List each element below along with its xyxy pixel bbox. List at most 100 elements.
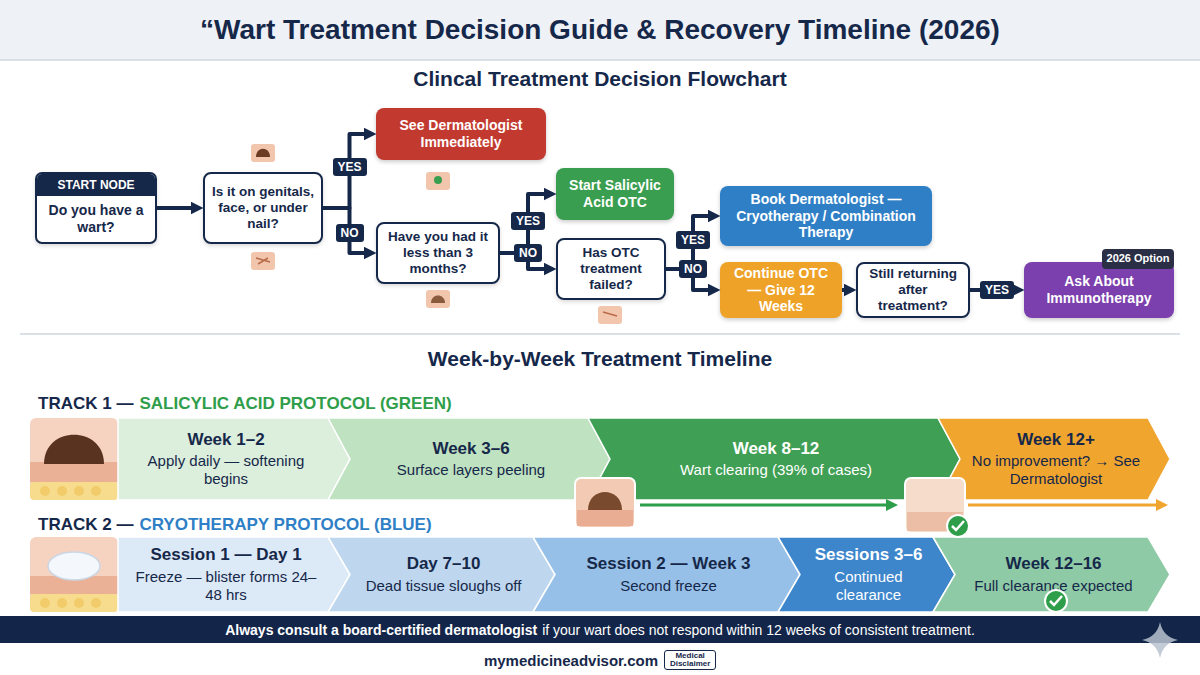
skin-layer	[30, 537, 118, 612]
label-row: Clincal Treatment Decision Flowchart	[0, 66, 1200, 92]
fat-layer	[30, 594, 118, 612]
action-box: See Dermatologist Immediately	[376, 108, 546, 160]
node-heading: Always consult a board-certified dermato…	[225, 622, 537, 638]
skin-icon	[598, 306, 622, 324]
track-label: CRYOTHERAPY PROTOCOL (BLUE)	[139, 515, 431, 535]
flow-arrow	[500, 194, 550, 253]
track-label: TRACK 2 —	[38, 515, 133, 535]
flow-arrow	[970, 288, 1018, 292]
node-text: Surface layers peeling	[397, 461, 545, 479]
node-text: Apply daily — softening begins	[128, 452, 324, 488]
timeline-chevron: Week 3–6Surface layers peeling	[328, 418, 610, 500]
title-rule	[0, 59, 1200, 61]
skin-icon-mark	[256, 258, 270, 264]
fat-cell	[57, 486, 67, 496]
clear-skin-layer	[907, 512, 963, 531]
decision-box: Has OTC treatment failed?	[556, 238, 666, 300]
decision-box: Still returning after treatment?	[856, 262, 970, 318]
edge-label: YES	[332, 158, 366, 176]
chevron-shape	[533, 537, 800, 612]
decision-box: Have you had it less than 3 months?	[376, 222, 500, 284]
chevron-shape	[328, 418, 610, 500]
timeline-chevron: Week 1–2Apply daily — softening begins	[118, 418, 350, 500]
check-circle	[947, 515, 969, 537]
node-text: if your wart does not respond within 12 …	[542, 622, 975, 638]
skin-layer	[30, 462, 118, 482]
chevron-shape	[933, 537, 1170, 612]
section-heading: Clincal Treatment Decision Flowchart	[413, 67, 786, 91]
node-heading: Session 2 — Week 3	[586, 554, 750, 574]
node-text: 2026 Option	[1107, 252, 1170, 265]
watermark-star	[1142, 622, 1178, 658]
track-label: TRACK 1 —	[38, 394, 133, 414]
wart-thumbnail-wart	[588, 492, 622, 510]
title-container: “Wart Treatment Decision Guide & Recover…	[0, 0, 1200, 60]
progress-line	[968, 504, 1158, 507]
node-heading: Week 12–16	[1005, 554, 1101, 574]
edge-label: NO	[679, 260, 707, 278]
skin-icon	[251, 252, 275, 270]
action-box: Ask About Immunotherapy2026 Option	[1024, 262, 1174, 318]
timeline-chevron: Day 7–10Dead tissue sloughs off	[328, 537, 555, 612]
node-heading: Week 12+	[1017, 430, 1095, 450]
check-circle	[1045, 590, 1067, 612]
skin-icon	[426, 172, 450, 190]
skin-illustration	[30, 418, 118, 500]
label-row: mymedicineadvisor.com Medical Disclaimer	[0, 647, 1200, 673]
wart-thumbnail-layer	[577, 510, 633, 526]
track-label: SALICYLIC ACID PROTOCOL (GREEN)	[139, 394, 451, 414]
fat-cell	[57, 598, 67, 608]
chevron-fill	[118, 418, 350, 500]
node-text: Continue OTC — Give 12 Weeks	[728, 265, 834, 315]
skin-illustration	[30, 537, 118, 612]
node-heading: Week 1–2	[187, 430, 264, 450]
chevron-fill	[328, 537, 555, 612]
timeline-chevron: Session 1 — Day 1 Freeze — blister forms …	[118, 537, 350, 612]
skin-icon-mark	[603, 312, 617, 316]
disclaimer-badge: Medical Disclaimer	[664, 650, 716, 671]
connector-group	[157, 134, 1018, 290]
timeline-chevron: Week 12–16Full clearance expected	[933, 537, 1170, 612]
edge-label: NO	[514, 244, 542, 262]
chevron-fill	[933, 537, 1170, 612]
node-text: Have you had it less than 3 months?	[384, 229, 492, 278]
chevron-shape	[328, 537, 555, 612]
node-text: Freeze — blister forms 24–48 hrs	[128, 568, 324, 604]
label-row: TRACK 2 — CRYOTHERAPY PROTOCOL (BLUE)	[38, 512, 738, 538]
node-text: Do you have a wart?	[37, 196, 155, 242]
flow-arrow	[666, 269, 714, 290]
progress-arrowhead	[886, 499, 898, 511]
flow-arrow	[157, 206, 197, 210]
fat-cell	[40, 598, 50, 608]
skin-icon-wart	[431, 296, 445, 304]
node-text: Ask About Immunotherapy	[1032, 273, 1166, 307]
fat-layer	[30, 482, 118, 500]
skin-icon	[426, 290, 450, 308]
progress-line	[640, 504, 888, 507]
check-mark	[952, 521, 964, 530]
decision-box: Is it on genitals, face, or under nail?	[203, 172, 323, 244]
start-node: START NODEDo you have a wart?	[35, 172, 157, 244]
skin-icon-wart	[256, 149, 270, 157]
frozen-blister	[48, 552, 100, 580]
edge-label: YES	[676, 231, 710, 249]
flow-arrow	[842, 288, 850, 292]
section-heading: Week-by-Week Treatment Timeline	[428, 347, 772, 371]
fat-cell	[40, 486, 50, 496]
node-text: Still returning after treatment?	[864, 266, 962, 315]
option-badge: 2026 Option	[1102, 249, 1174, 269]
node-text: See Dermatologist Immediately	[384, 117, 538, 151]
action-box: Book Dermatologist — Cryotherapy / Combi…	[720, 186, 932, 246]
chevron-fill	[938, 418, 1170, 500]
node-heading: Session 1 — Day 1	[150, 545, 301, 565]
skin-icon-body	[598, 306, 622, 324]
edge-label: NO	[336, 224, 364, 242]
timeline-chevron: Week 12+No improvement? → See Dermatolog…	[938, 418, 1170, 500]
skin-icon-body	[251, 252, 275, 270]
node-text: Full clearance expected	[974, 577, 1132, 595]
chevron-fill	[778, 537, 955, 612]
site-url: mymedicineadvisor.com	[484, 652, 658, 669]
chevron-fill	[533, 537, 800, 612]
node-text: Continued clearance	[808, 568, 929, 604]
